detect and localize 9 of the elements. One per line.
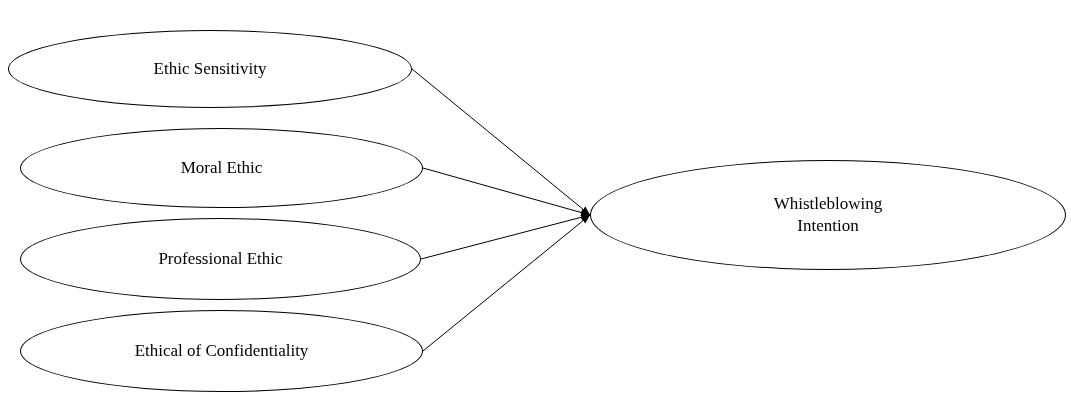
arrow: [422, 214, 591, 352]
node-label: Ethical of Confidentiality: [134, 340, 309, 362]
node-label: Whistleblowing Intention: [772, 193, 884, 237]
arrow: [420, 213, 591, 260]
arrow: [422, 167, 591, 217]
arrow: [411, 68, 591, 216]
node-label: Professional Ethic: [158, 248, 283, 270]
node-label: Moral Ethic: [180, 157, 263, 179]
node-label: Ethic Sensitivity: [153, 58, 267, 80]
